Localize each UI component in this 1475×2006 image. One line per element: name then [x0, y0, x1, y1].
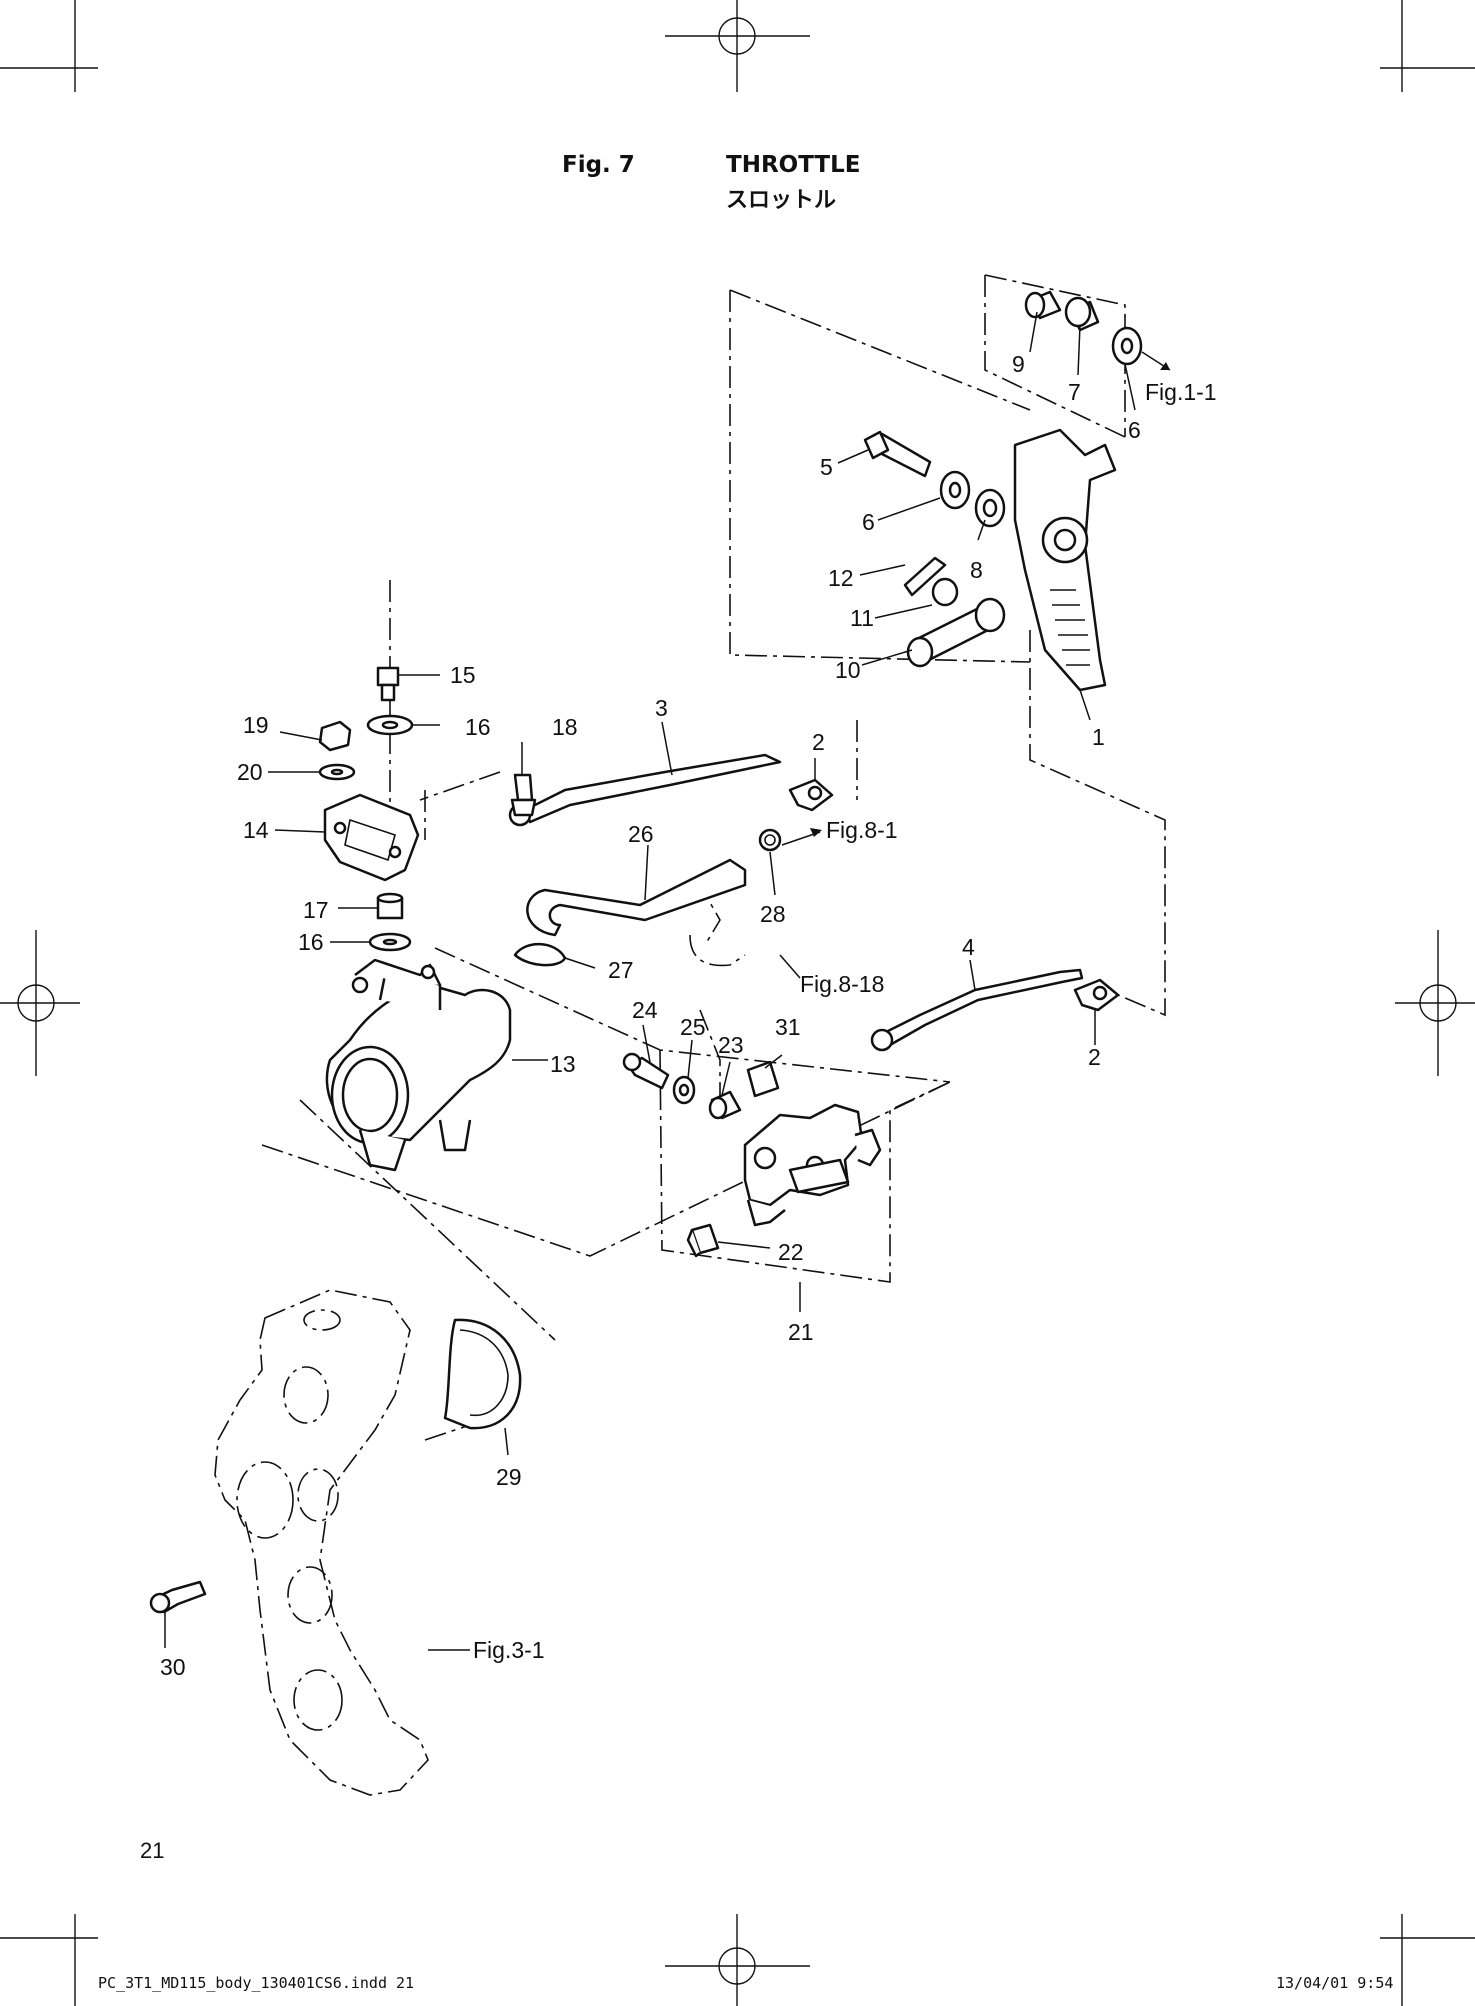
callout-24: 24 [632, 997, 658, 1023]
callout-7: 7 [1068, 379, 1081, 405]
figure-title: THROTTLE [726, 152, 861, 178]
callout-6: 6 [862, 509, 875, 535]
callout-12: 12 [828, 565, 854, 591]
plate-31 [746, 1060, 780, 1098]
fig-8-18-outline [689, 934, 746, 967]
hose-clip-27 [513, 942, 567, 967]
callout-27: 27 [608, 957, 634, 983]
collar-7 [1064, 296, 1100, 332]
callout-10: 10 [835, 657, 861, 683]
callout-1: 1 [1092, 724, 1105, 750]
clip-12 [903, 556, 947, 597]
callout-19: 19 [243, 712, 269, 738]
callout-22: 22 [778, 1239, 804, 1265]
arrow-head-fig-1-1 [1160, 362, 1170, 370]
intake-manifold-outline [214, 1289, 429, 1796]
callout-26: 26 [628, 821, 654, 847]
washer-20 [318, 763, 356, 781]
gasket-29 [443, 1318, 522, 1430]
callout-29: 29 [496, 1464, 522, 1490]
ref-fig-3-1: Fig.3-1 [473, 1637, 545, 1663]
arrow-head-fig-8-1 [810, 828, 822, 837]
callout-2-upper: 2 [812, 729, 825, 755]
callout-16-upper: 16 [465, 714, 491, 740]
throttle-rod-3 [508, 753, 782, 827]
callout-17: 17 [303, 897, 329, 923]
callout-16-lower: 16 [298, 929, 324, 955]
ref-fig-8-18: Fig.8-18 [800, 971, 884, 997]
throttle-body-13 [325, 958, 512, 1172]
registration-mark-top [665, 0, 810, 92]
throttle-rod-4 [870, 968, 1084, 1052]
washer-25 [672, 1075, 696, 1105]
registration-mark-bottom [665, 1914, 810, 2006]
hose-26 [526, 858, 747, 937]
leader-lines [164, 311, 1136, 1651]
bolt-15 [376, 666, 400, 702]
callout-18: 18 [552, 714, 578, 740]
fitting-18 [510, 773, 537, 817]
throttle-lever [1013, 428, 1117, 692]
callout-21: 21 [788, 1319, 814, 1345]
callout-labels: 1 2 2 3 4 5 6 6 7 8 9 10 11 12 13 14 15 … [160, 351, 1141, 1680]
print-timestamp: 13/04/01 9:54 [1276, 1974, 1394, 1992]
registration-mark-left [0, 930, 80, 1076]
bolt-30 [149, 1580, 207, 1614]
callout-23: 23 [718, 1032, 744, 1058]
collar-23 [708, 1090, 742, 1120]
rod-end-10 [906, 597, 1006, 668]
screw-24 [622, 1052, 670, 1090]
callout-4: 4 [962, 934, 975, 960]
cap-22 [686, 1223, 720, 1258]
callout-15: 15 [450, 662, 476, 688]
callout-25: 25 [680, 1014, 706, 1040]
washer-6-top [1111, 326, 1143, 366]
collar-17 [376, 892, 404, 920]
callout-6-top: 6 [1128, 417, 1141, 443]
callout-2-lower: 2 [1088, 1044, 1101, 1070]
callout-30: 30 [160, 1654, 186, 1680]
bracket-14 [323, 793, 420, 882]
callout-8: 8 [970, 557, 983, 583]
callout-11: 11 [850, 605, 874, 631]
callout-13: 13 [550, 1051, 576, 1077]
bolt-5 [863, 430, 932, 478]
washer-11 [931, 577, 959, 607]
nut-19 [318, 720, 352, 752]
washer-8 [974, 488, 1006, 528]
file-slug: PC_3T1_MD115_body_130401CS6.indd 21 [98, 1974, 415, 1992]
callout-28: 28 [760, 901, 786, 927]
link-assembly-21 [743, 1103, 882, 1227]
callout-20: 20 [237, 759, 263, 785]
callout-3: 3 [655, 695, 668, 721]
callout-14: 14 [243, 817, 269, 843]
bushing-9 [1024, 290, 1062, 320]
joint-2-upper [788, 778, 834, 812]
figure-references: Fig.1-1 Fig.8-1 Fig.8-18 Fig.3-1 [473, 379, 1217, 1663]
washer-16-lower [368, 932, 412, 952]
washer-6 [939, 470, 971, 510]
joint-2-lower [1073, 978, 1120, 1012]
ref-fig-8-1: Fig.8-1 [826, 817, 898, 843]
ref-fig-1-1: Fig.1-1 [1145, 379, 1217, 405]
callout-9: 9 [1012, 351, 1025, 377]
clamp-28 [758, 828, 782, 852]
washer-16-upper [366, 714, 414, 736]
registration-mark-right [1395, 930, 1475, 1076]
figure-title-japanese: スロットル [726, 188, 837, 213]
callout-5: 5 [820, 454, 833, 480]
figure-number: Fig. 7 [562, 152, 635, 178]
callout-31: 31 [775, 1014, 801, 1040]
page-number: 21 [140, 1838, 165, 1863]
